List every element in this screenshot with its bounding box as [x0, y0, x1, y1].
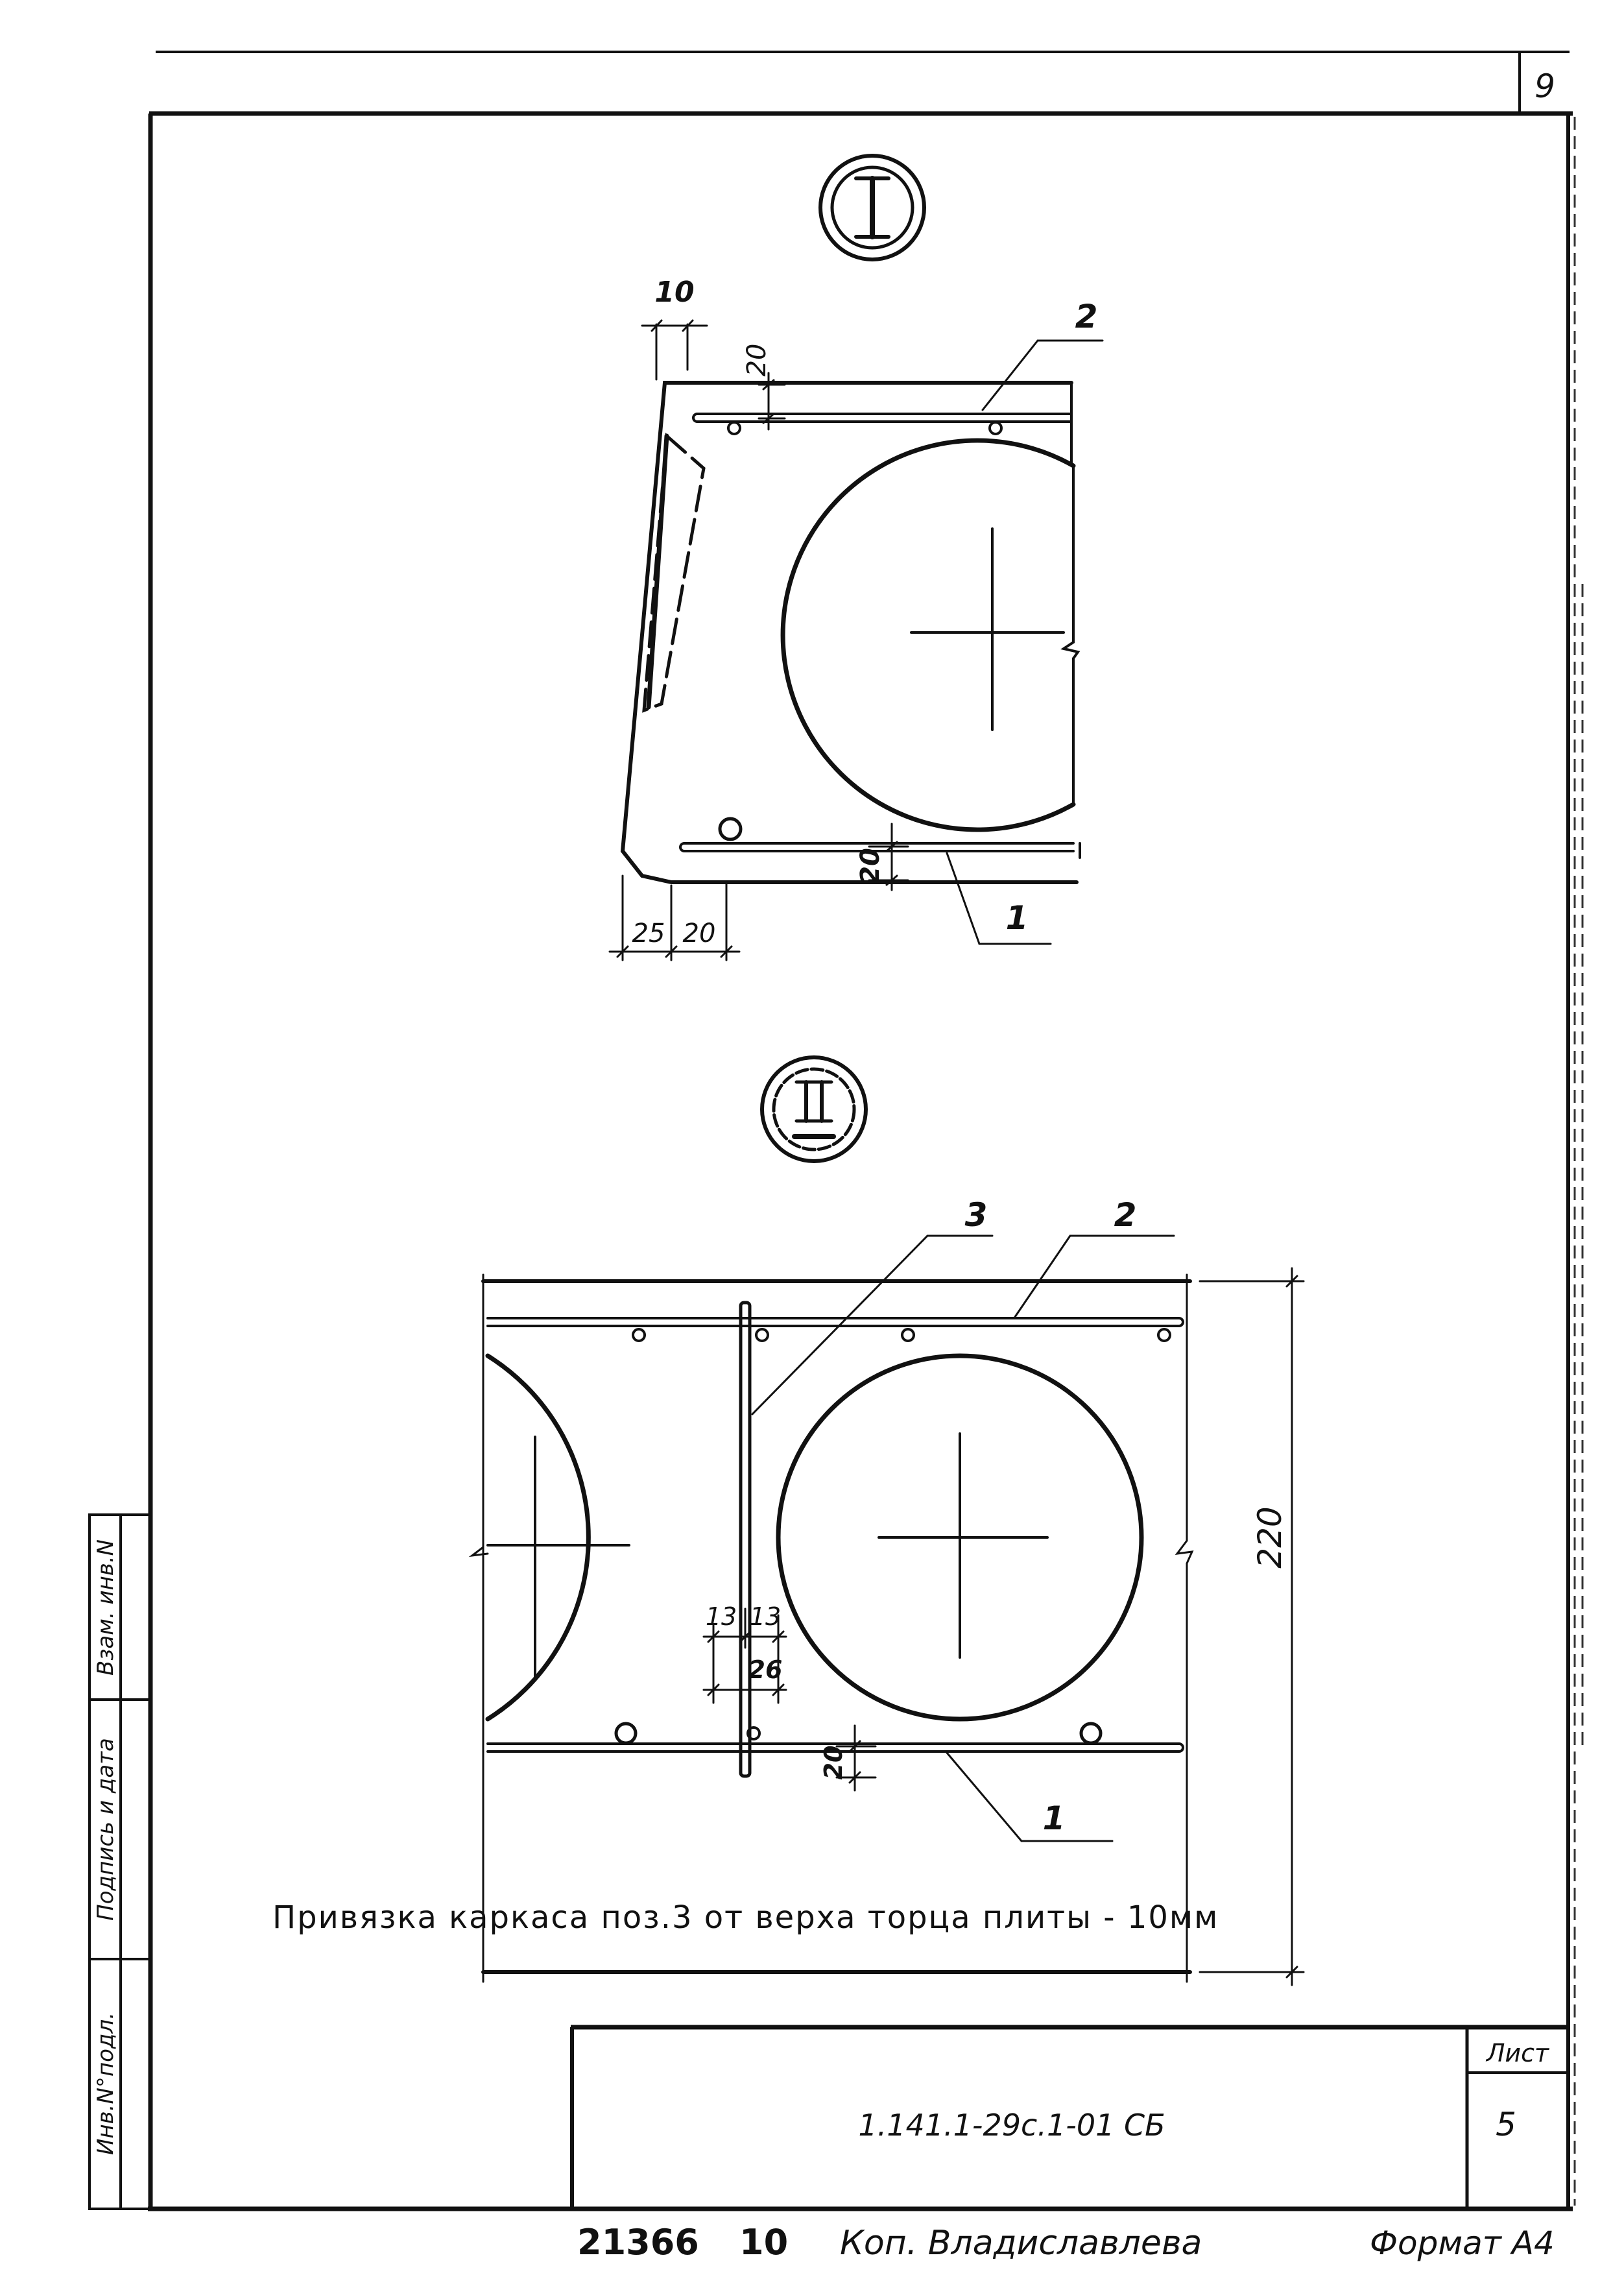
- detail-1-slab-outline: [620, 381, 1079, 884]
- stamp-sign-date: Подпись и дата: [93, 1738, 119, 1921]
- title-block: [570, 2025, 1568, 2209]
- detail-2: [468, 1055, 1305, 1986]
- sheet-label: Лист: [1485, 2039, 1550, 2067]
- doc-code: 1.141.1-29с.1-01 СБ: [858, 2108, 1165, 2143]
- detail-1-dim-bottom-b: 20: [683, 919, 716, 948]
- detail-1-dim-top-cover: 20: [742, 344, 772, 377]
- detail-2-dim-height: 220: [1251, 1506, 1289, 1568]
- detail-2-callout-top-bar: 2: [1114, 1196, 1137, 1234]
- binding-note: Привязка каркаса поз.3 от верха торца пл…: [272, 1899, 1219, 1936]
- detail-2-frame: [739, 1301, 752, 1778]
- side-stamp: [88, 1513, 152, 2210]
- detail-1-dim-top-edge: 10: [654, 276, 694, 309]
- detail-2-callout-bottom-bar: 1: [1043, 1800, 1066, 1837]
- footer-num: 10: [739, 2222, 788, 2263]
- detail-1-marker: [818, 154, 926, 261]
- detail-2-dim-bottom-cover: 20: [819, 1746, 848, 1780]
- detail-1-embedded-part: [642, 432, 706, 713]
- sheet-frame: [148, 51, 1573, 2211]
- detail-2-callout-frame: 3: [965, 1196, 988, 1234]
- stamp-inv-replace: Взам. инв.N: [93, 1539, 119, 1676]
- detail-2-dim-right-half: 13: [750, 1602, 781, 1631]
- detail-2-hollow-right: [776, 1353, 1144, 1722]
- detail-2-dim-total: 26: [748, 1655, 783, 1684]
- detail-1-hollow-core: [780, 438, 1076, 832]
- detail-1: [608, 154, 1104, 961]
- detail-2-top-bar: [486, 1317, 1184, 1327]
- sheet-corner-number: 9: [1534, 67, 1555, 105]
- footer-format: Формат А4: [1370, 2224, 1555, 2262]
- detail-2-dim-left-half: 13: [706, 1602, 737, 1631]
- scan-edge: [1573, 117, 1584, 2206]
- detail-1-callout-top-bar: 2: [1075, 298, 1098, 335]
- sheet-number: 5: [1496, 2106, 1516, 2143]
- detail-2-hollow-left: [485, 1353, 591, 1722]
- detail-1-bar-circle: [718, 817, 743, 841]
- footer-order: 21366: [577, 2222, 699, 2263]
- footer-copied-by: Коп. Владиславлева: [840, 2224, 1202, 2263]
- stamp-inv-orig: Инв.N°подл.: [93, 2012, 119, 2155]
- detail-1-dim-bottom-cover: 20: [855, 848, 885, 884]
- detail-1-top-bar: [692, 413, 1071, 423]
- detail-1-dim-bottom-a: 25: [632, 919, 665, 948]
- detail-2-marker: [760, 1055, 868, 1163]
- detail-1-callout-bottom-bar: 1: [1006, 899, 1029, 937]
- detail-2-bottom-bar: [486, 1742, 1184, 1753]
- detail-1-bottom-bar: [679, 842, 1075, 852]
